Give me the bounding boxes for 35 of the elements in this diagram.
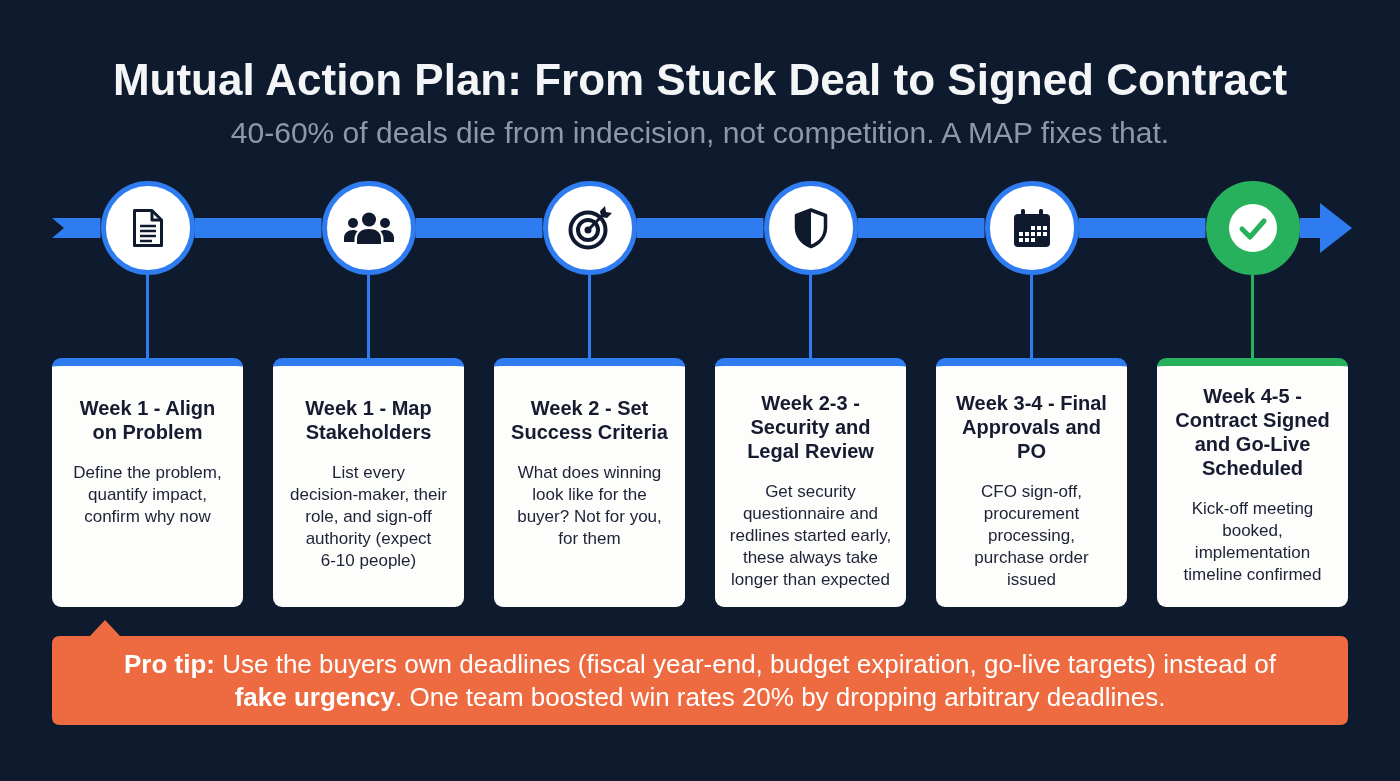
connector-line: [588, 275, 591, 358]
step-title: Week 4-5 - Contract Signed and Go-Live Scheduled: [1174, 384, 1331, 480]
step-title: Week 2-3 - Security and Legal Review: [746, 391, 875, 463]
subtitle: 40-60% of deals die from indecision, not competition. A MAP fixes that.: [230, 115, 1170, 151]
step-description: List every decision-maker, their role, and sign-off authority (expect 6-10 people): [289, 462, 448, 572]
timeline-bar: [415, 218, 543, 238]
step-title: Week 1 - Map Stakeholders: [304, 396, 433, 444]
step-card: [1157, 358, 1348, 607]
timeline-arrow: [1299, 203, 1352, 253]
timeline-bar: [1078, 218, 1206, 238]
tip-text: Pro tip: Use the buyers own deadlines (fiscal year-end, budget expiration, go-live targets) instead of fake urgency. One team boosted win rates 20% by dropping arbitrary deadlines.: [123, 647, 1277, 714]
step-description: Define the problem, quantify impact, confirm why now: [72, 462, 223, 528]
step-title: Week 2 - Set Success Criteria: [510, 396, 669, 444]
title: Mutual Action Plan: From Stuck Deal to Signed Contract: [112, 54, 1288, 106]
step-card: [494, 358, 685, 607]
connector-line: [1030, 275, 1033, 358]
connector-line: [146, 275, 149, 358]
connector-line: [367, 275, 370, 358]
step-card: [52, 358, 243, 607]
step-description: Kick-off meeting booked, implementation timeline confirmed: [1183, 498, 1322, 586]
step-description: CFO sign-off, procurement processing, purchase order issued: [973, 481, 1090, 591]
step-card: [936, 358, 1127, 607]
step-description: What does winning look like for the buyer? Not for you, for them: [516, 462, 663, 550]
step-card: [715, 358, 906, 607]
connector-line: [809, 275, 812, 358]
timeline-bar: [194, 218, 322, 238]
step-card: [273, 358, 464, 607]
timeline-bar: [857, 218, 985, 238]
step-description: Get security questionnaire and redlines started early, these always take longer than expected: [729, 481, 892, 591]
step-title: Week 3-4 - Final Approvals and PO: [955, 391, 1108, 463]
connector-line: [1251, 275, 1254, 358]
timeline-bar: [52, 218, 101, 238]
timeline-bar: [636, 218, 764, 238]
step-title: Week 1 - Align on Problem: [79, 396, 216, 444]
tip-callout: [52, 620, 1348, 725]
